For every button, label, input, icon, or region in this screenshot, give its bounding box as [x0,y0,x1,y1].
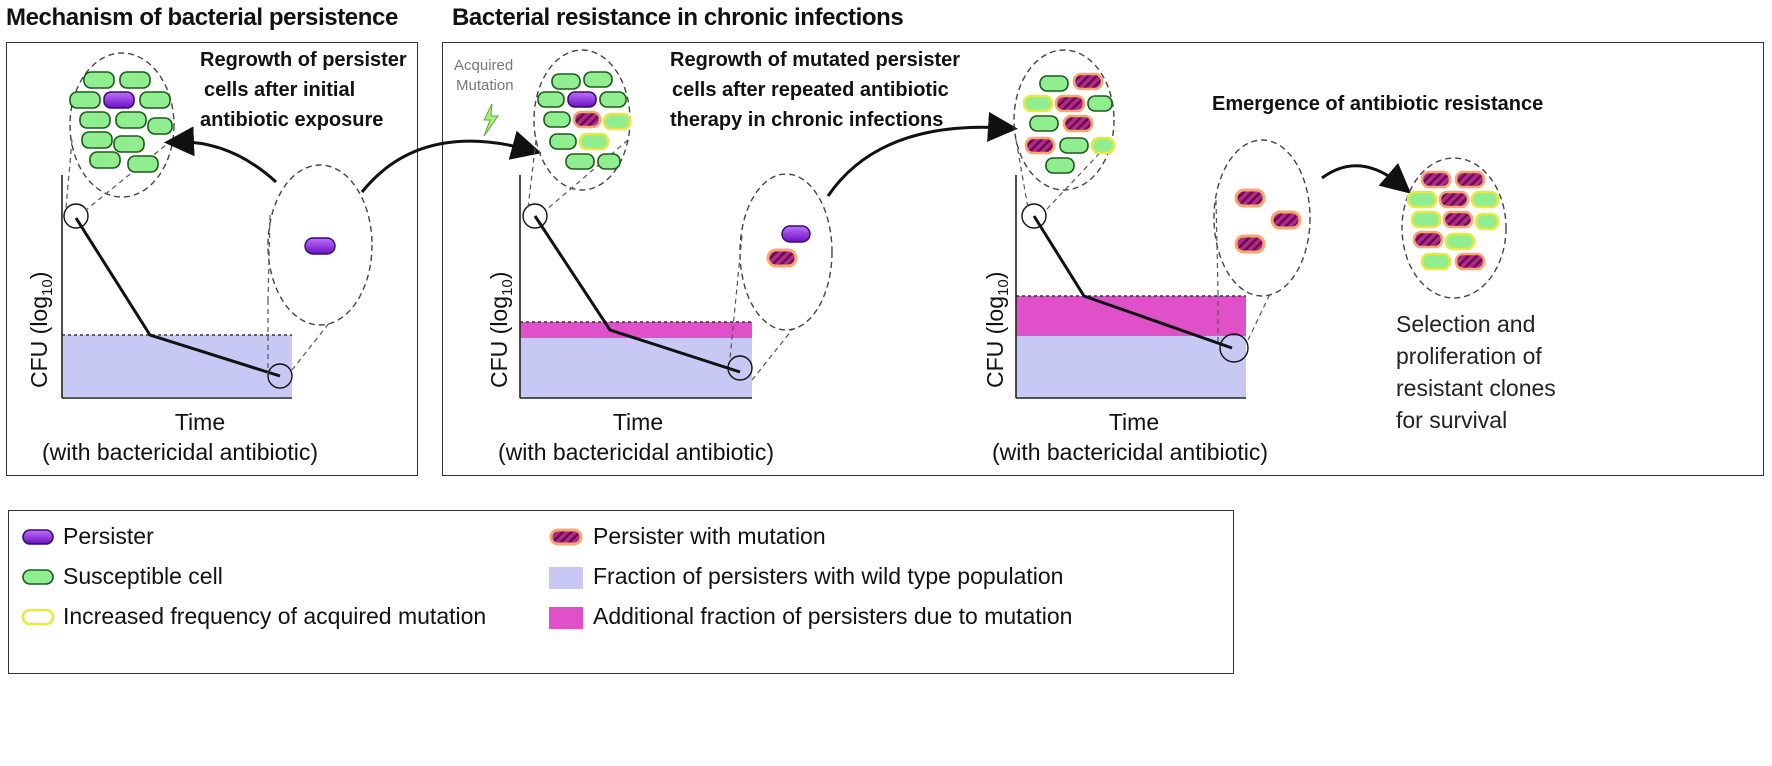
mut-fraction-area [520,322,752,338]
arrow-to-panel3 [826,111,1018,197]
legend-persister-icon [22,529,54,545]
ylabel-panel2: CFU (log10) [486,272,516,388]
caption-panel1-l2: cells after initial [204,79,355,101]
legend-persister-mut-icon [549,528,583,546]
legend-wild-fraction-icon [549,567,583,589]
resistant-colony-ellipse [1401,157,1507,299]
wild-fraction-area [62,335,292,397]
legend-mut-fraction-icon [549,607,583,629]
legend: Persister Susceptible cell Increased fre… [8,510,1234,674]
panel1-graph [61,175,293,399]
xsub-panel2: (with bactericidal antibiotic) [498,439,774,465]
arrow-to-resistance [1321,162,1412,194]
colony-2-cells [537,71,632,170]
colony-ellipse-1 [69,52,175,198]
legend-increased-icon [21,608,55,626]
legend-persister-label: Persister [63,523,154,549]
mut-fraction-area [1016,296,1246,336]
side-text-l2: proliferation of [1396,343,1542,369]
side-text-l4: for survival [1396,407,1507,433]
legend-wild-fraction-label: Fraction of persisters with wild type po… [593,563,1064,589]
lightning-icon [483,103,499,137]
caption-panel2-l3: therapy in chronic infections [670,109,943,131]
panel-chronic [442,42,1764,476]
colony-ellipse-3 [1013,49,1115,191]
side-text-l3: resistant clones [1396,375,1556,401]
xlabel-panel3: Time [1109,409,1159,435]
legend-susceptible-label: Susceptible cell [63,563,223,589]
colony-3-cells [1022,72,1116,174]
caption-panel1-l3: antibiotic exposure [200,109,383,131]
persister-cell [304,237,336,255]
wild-fraction-area [1016,336,1246,398]
ylabel-panel1: CFU (log10) [26,272,56,388]
panel-persistence [6,42,418,476]
legend-increased-label: Increased frequency of acquired mutation [63,603,487,629]
caption-panel1-l1: Regrowth of persister [200,49,407,71]
acquired-mutation-l1: Acquired [454,57,513,74]
arrow-to-panel2 [360,130,542,193]
legend-susceptible-icon [22,569,54,585]
xsub-panel3: (with bactericidal antibiotic) [992,439,1268,465]
xlabel-panel2: Time [613,409,663,435]
kill-curve [74,217,281,378]
legend-mut-fraction-label: Additional fraction of persisters due to… [593,603,1073,629]
panel2-graph [519,175,753,399]
caption-panel2-l2: cells after repeated antibiotic [672,79,949,101]
side-text-l1: Selection and [1396,311,1535,337]
resistant-colony-cells [1406,170,1500,271]
zoom-ellipse-persister [267,164,373,326]
panel3-graph [1015,175,1249,399]
xsub-panel1: (with bactericidal antibiotic) [42,439,318,465]
zoom-ellipse-2 [739,173,833,331]
header-left: Mechanism of bacterial persistence [6,4,398,31]
xlabel-panel1: Time [175,409,225,435]
zoom-ellipse-3 [1213,139,1311,297]
arrow-regrowth-1 [164,126,278,184]
wild-fraction-area [520,336,752,398]
legend-persister-mut-label: Persister with mutation [593,523,826,549]
colony-1-cells [69,71,173,173]
caption-panel3: Emergence of antibiotic resistance [1212,93,1543,115]
header-right: Bacterial resistance in chronic infectio… [452,4,904,31]
ylabel-panel3: CFU (log10) [982,272,1012,388]
caption-panel2-l1: Regrowth of mutated persister [670,49,960,71]
acquired-mutation-l2: Mutation [456,77,514,94]
